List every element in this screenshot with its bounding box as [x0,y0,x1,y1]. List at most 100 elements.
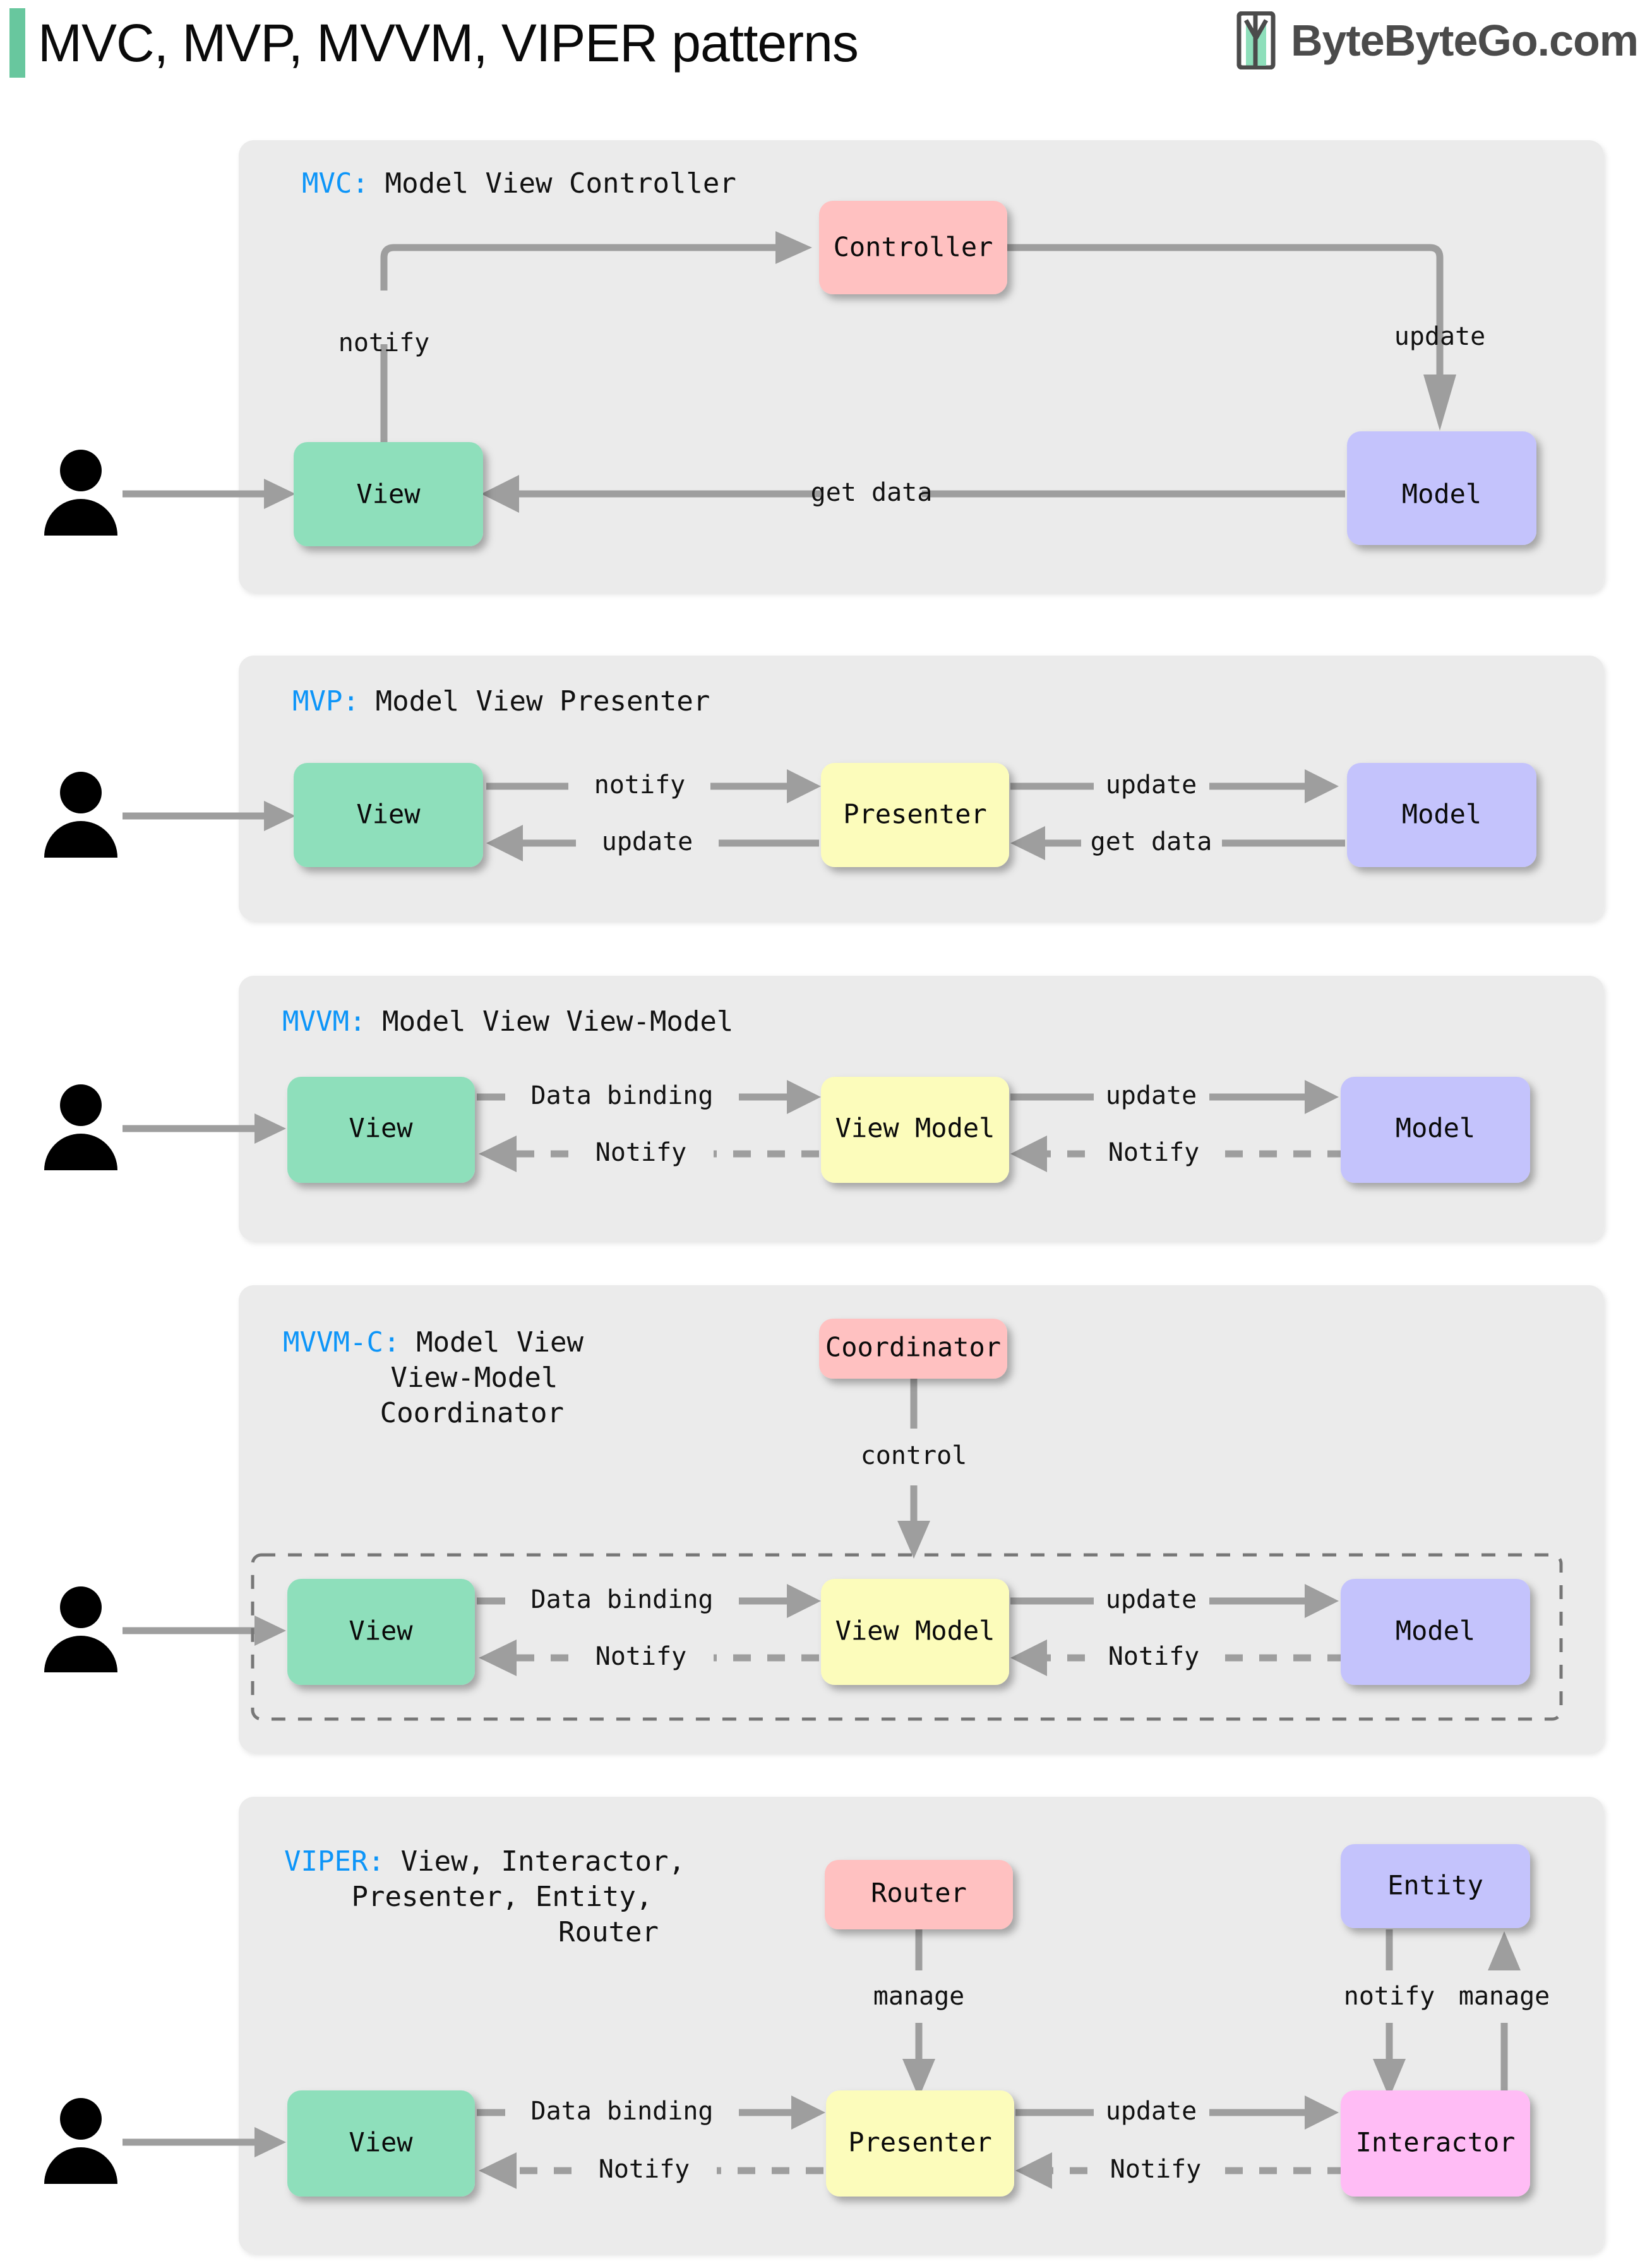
arrowhead-manage-presenter-viper [902,2059,935,2098]
node-label-model-mvp: Model [1402,799,1481,830]
bytebytego-logo-icon [1236,11,1276,69]
edge-label-databinding-mvvmc: Data binding [531,1585,714,1614]
user-icon-viper [44,2098,117,2184]
arrowhead-update-model-mvp [1305,769,1339,803]
node-presenter-viper[interactable]: Presenter [826,2090,1014,2197]
arrowhead-notify-view-mvvm [479,1136,517,1172]
section-subtitle-viper-1: View, Interactor, [401,1845,685,1878]
node-router-viper[interactable]: Router [825,1860,1013,1929]
arrowhead-notify-presenter-mvp [787,769,821,803]
node-coordinator-mvvmc[interactable]: Coordinator [819,1319,1007,1379]
edge-label-notify-mvc: notify [338,328,430,357]
node-view-mvp[interactable]: View [294,763,483,867]
arrowhead-databinding-vm-mvvm [787,1080,821,1114]
node-label-presenter-viper: Presenter [848,2127,992,2158]
arrowhead-getdata-view-mvc [481,475,519,513]
node-view-viper[interactable]: View [287,2090,475,2197]
node-label-router-viper: Router [871,1878,967,1909]
node-viewmodel-mvvmc[interactable]: View Model [821,1579,1009,1685]
brand-lockup: ByteByteGo.com [1233,11,1639,69]
node-label-view-viper: View [349,2127,413,2158]
arrowhead-notify-controller-mvc [775,231,812,264]
node-label-view-mvvmc: View [349,1616,413,1646]
section-subtitle-mvvmc-3: Coordinator [380,1397,564,1429]
section-subtitle-viper-2: Presenter, Entity, [352,1881,653,1913]
node-view-mvvm[interactable]: View [287,1077,475,1183]
arrowhead-notify-presenter-viper [1015,2152,1052,2189]
arrowhead-update-view-mvp [486,825,523,861]
node-label-controller-mvc: Controller [834,232,993,263]
node-presenter-mvp[interactable]: Presenter [821,763,1009,867]
section-title-mvvm: MVVM: Model View View-Model [282,1005,733,1038]
node-view-mvc[interactable]: View [294,442,483,546]
edge-notify-mvc-upper [380,244,777,291]
node-viewmodel-mvvm[interactable]: View Model [821,1077,1009,1183]
section-mvc: MVC: Model View Controller notify update… [44,140,1604,592]
section-title-viper: VIPER: View, Interactor, Presenter, Enti… [284,1845,691,1948]
arrowhead-update-interactor-viper [1305,2095,1339,2130]
section-subtitle-mvvm: Model View View-Model [382,1005,733,1038]
edge-label-update-mvc: update [1394,322,1486,351]
node-model-mvp[interactable]: Model [1347,763,1536,867]
section-mvvm: MVVM: Model View View-Model Data binding… [44,976,1604,1241]
page-header: MVC, MVP, MVVM, VIPER patterns ByteByteG… [0,0,1652,88]
node-entity-viper[interactable]: Entity [1341,1844,1530,1928]
arrowhead-notify-view-viper [479,2152,517,2189]
node-label-coordinator-mvvmc: Coordinator [825,1332,1001,1363]
arrowhead-user-view-mvvmc [254,1616,286,1646]
section-key-mvp: MVP: [292,685,359,717]
edge-label-notify-entity-viper: notify [1344,1982,1435,2011]
edge-label-control-mvvmc: control [861,1441,967,1470]
group-box-mvvmc [251,1553,1563,1721]
edge-label-update-mvvmc: update [1106,1585,1197,1614]
arrowhead-user-view-mvvm [254,1113,286,1144]
node-label-presenter-mvp: Presenter [843,799,987,830]
node-label-interactor-viper: Interactor [1356,2127,1516,2158]
arrowhead-databinding-presenter-viper [791,2095,825,2130]
edge-label-update-view-mvp: update [602,827,693,856]
edge-label-notify-mvp: notify [594,770,686,800]
arrowhead-update-model-mvvmc [1305,1584,1339,1618]
node-label-model-mvvm: Model [1396,1113,1475,1144]
edge-label-update-mvvm: update [1106,1081,1197,1110]
node-label-viewmodel-mvvm: View Model [835,1113,995,1144]
user-icon-mvc [44,450,117,536]
edge-label-notify-right-viper: Notify [1110,2155,1202,2184]
node-view-mvvmc[interactable]: View [287,1579,475,1685]
section-title-mvc: MVC: Model View Controller [302,167,736,200]
user-icon-mvvm [44,1084,117,1170]
node-model-mvc[interactable]: Model [1347,431,1536,545]
arrowhead-manage-entity-viper [1488,1931,1521,1970]
edge-label-update-mvp: update [1106,770,1197,800]
node-model-mvvmc[interactable]: Model [1341,1579,1530,1685]
arrowhead-notify-view-mvvmc [479,1640,517,1676]
edge-label-getdata-mvp: get data [1091,827,1212,856]
edge-label-databinding-viper: Data binding [531,2097,714,2126]
arrowhead-notify-vm-mvvmc [1010,1640,1047,1676]
arrowhead-update-model-mvc [1423,375,1456,431]
arrowhead-notify-vm-mvvm [1010,1136,1047,1172]
section-subtitle-viper-3: Router [558,1916,659,1948]
section-key-mvvm: MVVM: [282,1005,366,1038]
section-mvp: MVP: Model View Presenter notify update … [44,656,1604,921]
node-controller-mvc[interactable]: Controller [819,201,1007,294]
page-title: MVC, MVP, MVVM, VIPER patterns [38,13,859,73]
edge-label-getdata-mvc: get data [811,478,933,507]
node-label-model-mvc: Model [1402,479,1481,510]
section-subtitle-mvp: Model View Presenter [376,685,710,717]
node-model-mvvm[interactable]: Model [1341,1077,1530,1183]
section-viper: VIPER: View, Interactor, Presenter, Enti… [44,1797,1604,2253]
section-title-mvvmc: MVVM-C: Model View View-Model Coordinato… [283,1326,590,1429]
section-key-mvc: MVC: [302,167,369,200]
arrowhead-databinding-vm-mvvmc [787,1584,821,1618]
node-label-viewmodel-mvvmc: View Model [835,1616,995,1646]
section-subtitle-mvc: Model View Controller [385,167,736,200]
arrowhead-control-mvvmc [897,1521,930,1559]
node-label-entity-viper: Entity [1387,1870,1483,1901]
node-interactor-viper[interactable]: Interactor [1341,2090,1530,2197]
edge-label-notify-left-mvvmc: Notify [596,1642,687,1671]
arrowhead-getdata-presenter-mvp [1010,826,1045,860]
edge-label-databinding-mvvm: Data binding [531,1081,714,1110]
node-label-view-mvp: View [356,799,421,830]
section-subtitle-mvvmc-1: Model View [416,1326,584,1358]
